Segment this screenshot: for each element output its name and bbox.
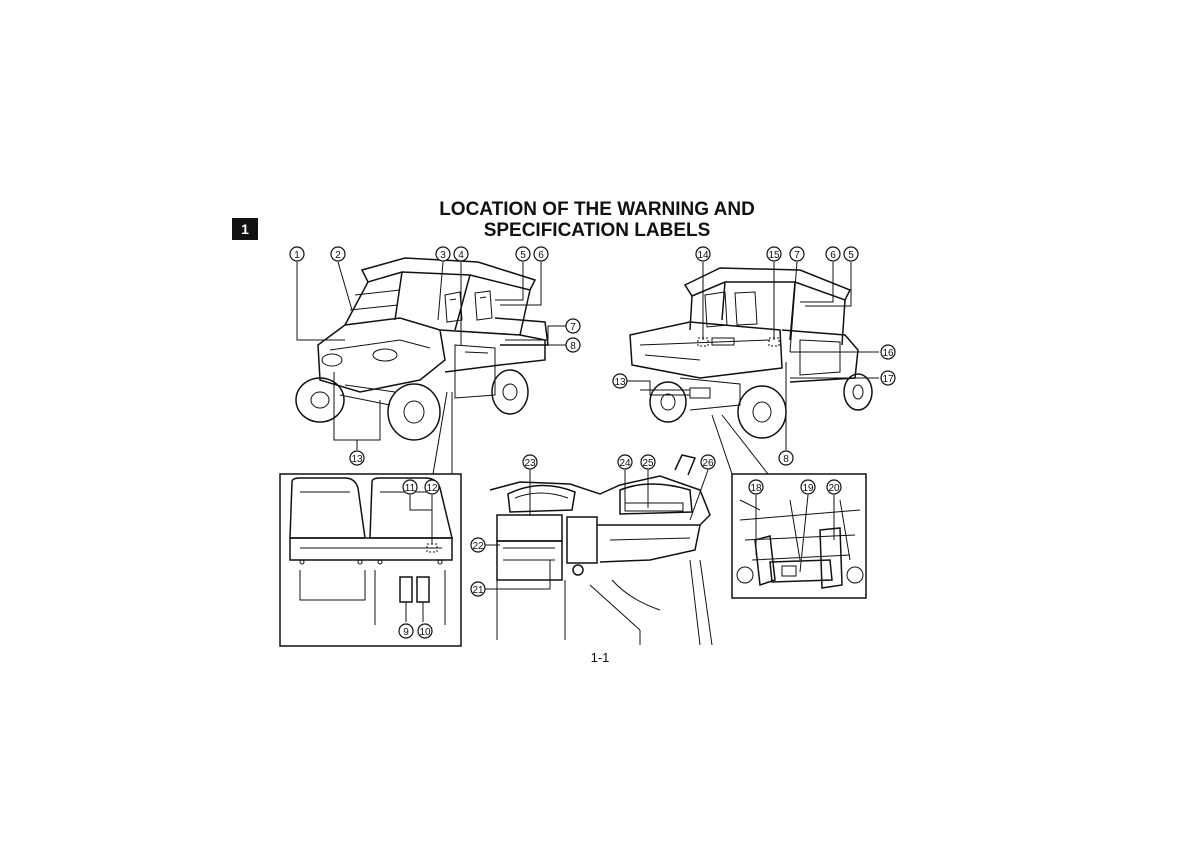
svg-text:8: 8 bbox=[570, 341, 576, 352]
svg-text:24: 24 bbox=[619, 458, 631, 469]
callout-17: 17 bbox=[880, 370, 896, 386]
svg-text:18: 18 bbox=[750, 483, 762, 494]
callout-20: 20 bbox=[826, 479, 842, 495]
callout-18: 18 bbox=[748, 479, 764, 495]
dashboard-detail: 23 24 25 26 22 21 bbox=[470, 454, 716, 646]
svg-text:11: 11 bbox=[405, 483, 416, 494]
rear-view-vehicle bbox=[629, 267, 873, 439]
chapter-tab: 1 bbox=[232, 218, 258, 240]
svg-text:1: 1 bbox=[294, 250, 300, 261]
callout-10: 10 bbox=[417, 623, 433, 639]
callout-13-rear: 13 bbox=[612, 373, 628, 389]
callout-19: 19 bbox=[800, 479, 816, 495]
svg-text:2: 2 bbox=[335, 250, 341, 261]
callout-5-rear: 5 bbox=[843, 246, 859, 262]
svg-text:3: 3 bbox=[440, 250, 446, 261]
callout-26: 26 bbox=[700, 454, 716, 470]
svg-text:23: 23 bbox=[524, 458, 536, 469]
callout-2: 2 bbox=[330, 246, 346, 262]
svg-text:16: 16 bbox=[882, 348, 894, 359]
callout-8-rear: 8 bbox=[778, 450, 794, 466]
rear-view-callouts: 14 15 7 6 5 16 17 13 8 bbox=[612, 246, 896, 466]
page-title: LOCATION OF THE WARNING AND SPECIFICATIO… bbox=[400, 199, 794, 241]
title-line-1: LOCATION OF THE WARNING AND bbox=[439, 199, 755, 220]
callout-22: 22 bbox=[470, 537, 486, 553]
svg-text:17: 17 bbox=[882, 374, 894, 385]
callout-11: 11 bbox=[402, 479, 418, 495]
callout-9: 9 bbox=[398, 623, 414, 639]
front-view-callouts: 1 2 3 4 5 6 7 8 13 bbox=[289, 246, 581, 466]
svg-text:8: 8 bbox=[783, 454, 789, 465]
svg-text:21: 21 bbox=[472, 585, 484, 596]
svg-text:14: 14 bbox=[697, 250, 709, 261]
svg-text:6: 6 bbox=[538, 250, 544, 261]
svg-text:7: 7 bbox=[794, 250, 800, 261]
svg-text:5: 5 bbox=[848, 250, 854, 261]
svg-text:15: 15 bbox=[768, 250, 780, 261]
callout-15: 15 bbox=[766, 246, 782, 262]
svg-text:26: 26 bbox=[702, 458, 714, 469]
callout-7-rear: 7 bbox=[789, 246, 805, 262]
svg-text:5: 5 bbox=[520, 250, 526, 261]
callout-6: 6 bbox=[533, 246, 549, 262]
svg-text:19: 19 bbox=[802, 483, 814, 494]
callout-13: 13 bbox=[349, 450, 365, 466]
page-number: 1-1 bbox=[590, 650, 610, 665]
callout-8: 8 bbox=[565, 337, 581, 353]
svg-text:10: 10 bbox=[419, 627, 431, 638]
svg-text:20: 20 bbox=[828, 483, 840, 494]
callout-12: 12 bbox=[424, 479, 440, 495]
svg-text:13: 13 bbox=[351, 454, 363, 465]
svg-text:12: 12 bbox=[426, 483, 438, 494]
callout-21: 21 bbox=[470, 581, 486, 597]
callout-7: 7 bbox=[565, 318, 581, 334]
callout-3: 3 bbox=[435, 246, 451, 262]
svg-text:6: 6 bbox=[830, 250, 836, 261]
svg-text:13: 13 bbox=[614, 377, 626, 388]
callout-5: 5 bbox=[515, 246, 531, 262]
callout-6-rear: 6 bbox=[825, 246, 841, 262]
svg-text:22: 22 bbox=[472, 541, 484, 552]
svg-text:25: 25 bbox=[642, 458, 654, 469]
bed-detail-box: 18 19 20 bbox=[731, 473, 867, 599]
svg-text:4: 4 bbox=[458, 250, 464, 261]
callout-1: 1 bbox=[289, 246, 305, 262]
callout-25: 25 bbox=[640, 454, 656, 470]
svg-text:9: 9 bbox=[403, 627, 409, 638]
callout-24: 24 bbox=[617, 454, 633, 470]
callout-23: 23 bbox=[522, 454, 538, 470]
callout-14: 14 bbox=[695, 246, 711, 262]
front-view-vehicle bbox=[295, 257, 549, 441]
callout-4: 4 bbox=[453, 246, 469, 262]
callout-16: 16 bbox=[880, 344, 896, 360]
seat-detail-box: 11 12 9 10 bbox=[279, 473, 462, 647]
svg-text:7: 7 bbox=[570, 322, 576, 333]
title-line-2: SPECIFICATION LABELS bbox=[483, 220, 711, 241]
